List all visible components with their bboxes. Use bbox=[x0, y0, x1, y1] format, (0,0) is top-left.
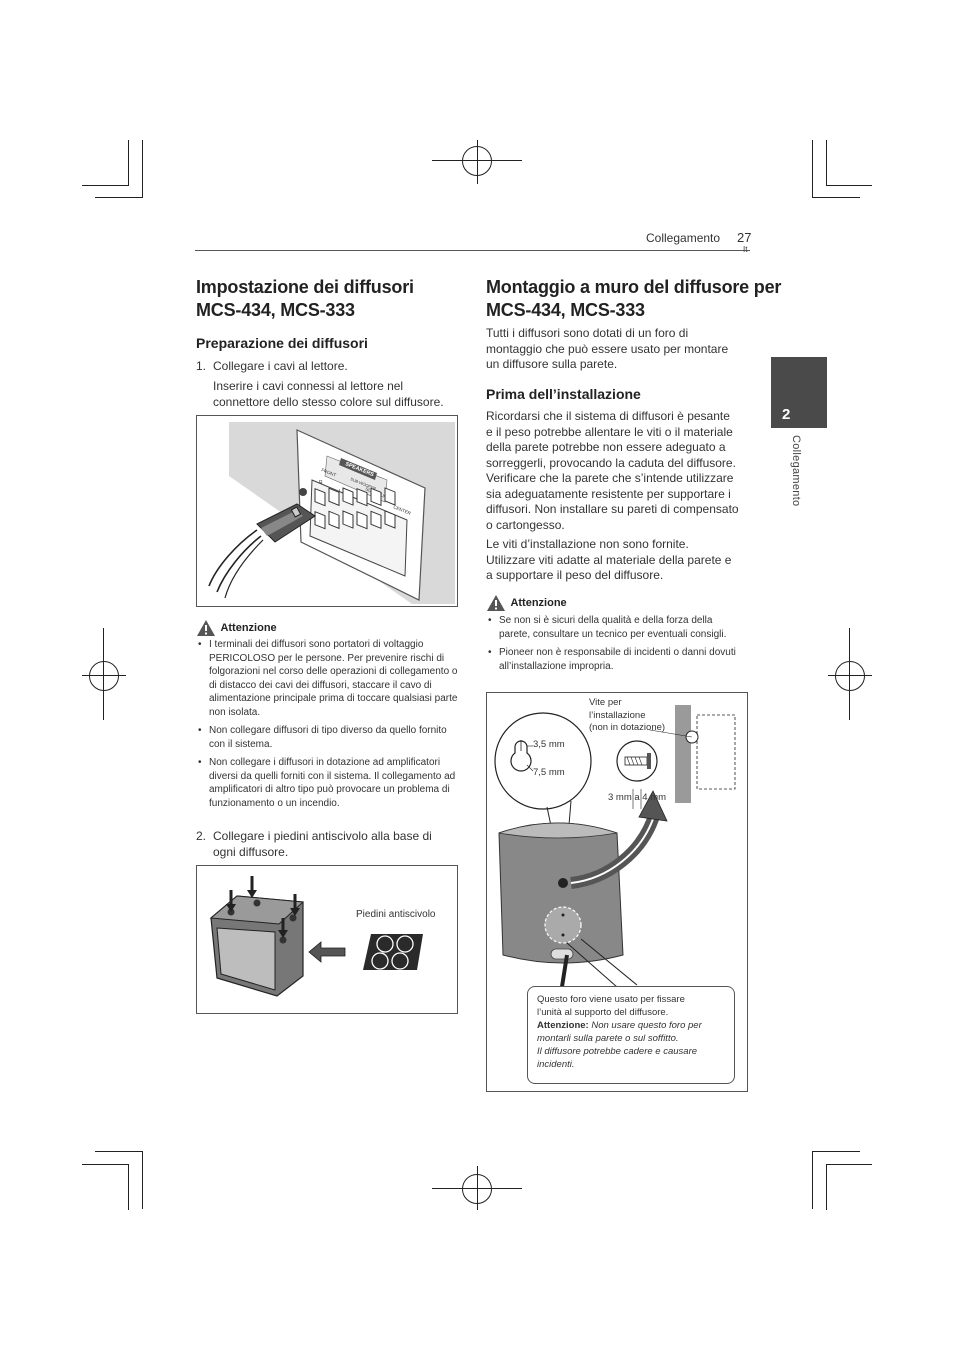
chapter-label: Collegamento bbox=[790, 435, 802, 507]
right-para1-line: o cartongesso. bbox=[486, 517, 565, 532]
right-para1-line: della parete potrebbe non essere adeguat… bbox=[486, 440, 726, 454]
right-intro-line: un diffusore sulla parete. bbox=[486, 357, 618, 371]
right-title: Montaggio a muro del diffusore per MCS-4… bbox=[486, 276, 781, 322]
left-caution-title: Attenzione bbox=[220, 622, 277, 634]
left-title-line2: MCS-434, MCS-333 bbox=[196, 300, 355, 320]
warning-icon bbox=[487, 595, 505, 611]
right-para2-line: Utilizzare viti adatte al materiale dell… bbox=[486, 552, 732, 567]
step1-number: 1. bbox=[196, 359, 207, 373]
wall-mount-figure: Vite per l’installazione (non in dotazio… bbox=[486, 692, 748, 1092]
hole-note-caution-text: montarli sulla parete o sul soffitto. bbox=[537, 1033, 679, 1044]
left-caution-item: I terminali dei diffusori sono portatori… bbox=[197, 638, 459, 719]
right-para1-line: sia adeguatamente resistente per support… bbox=[486, 486, 731, 501]
dimension-75: 7,5 mm bbox=[533, 767, 565, 778]
feet-illustration bbox=[209, 876, 423, 997]
screw-label-line: Vite per bbox=[589, 697, 622, 708]
screw-label-line: l’installazione bbox=[589, 709, 646, 721]
hole-note-caution-label: Attenzione: bbox=[537, 1020, 589, 1031]
right-para1-line: e il peso potrebbe allentare le viti o i… bbox=[486, 424, 733, 439]
hole-note-line2: l’unità al supporto del diffusore. bbox=[537, 1007, 669, 1018]
right-para2-line: Le viti d’installazione non sono fornite… bbox=[486, 537, 689, 551]
right-para1-line: Ricordarsi che il sistema di diffusori è… bbox=[486, 409, 730, 423]
left-caution-item: Non collegare diffusori di tipo diverso … bbox=[197, 724, 459, 751]
right-para2: Le viti d’installazione non sono fornite… bbox=[486, 537, 731, 584]
feet-label: Piedini antiscivolo bbox=[356, 909, 436, 920]
right-title-line2: MCS-434, MCS-333 bbox=[486, 300, 645, 320]
front-label: FRONT bbox=[321, 467, 337, 478]
chapter-tab bbox=[771, 357, 827, 428]
right-intro: Tutti i diffusori sono dotati di un foro… bbox=[486, 326, 728, 373]
header-rule bbox=[195, 250, 750, 251]
screw-label: Vite per l’installazione (non in dotazio… bbox=[589, 697, 665, 735]
speaker-terminal-illustration: SPEAKERS FRONT SUB WOOFER SURROUND CENTE… bbox=[208, 422, 455, 604]
hole-note-text: Questo foro viene usato per fissare l’un… bbox=[537, 993, 702, 1071]
hole-note-line1: Questo foro viene usato per fissare bbox=[537, 994, 685, 1005]
step1-text: Collegare i cavi al lettore. bbox=[213, 359, 348, 373]
wall-mount-illustration bbox=[494, 705, 736, 994]
right-intro-line: montaggio che può essere usato per monta… bbox=[486, 341, 729, 356]
dimension-35: 3,5 mm bbox=[533, 739, 565, 750]
right-para1-line: sorreggerli, provocando la caduta del di… bbox=[486, 455, 736, 470]
step2-text: Collegare i piedini antiscivolo alla bas… bbox=[213, 829, 432, 860]
right-caution-title: Attenzione bbox=[510, 597, 567, 609]
step1-detail-line1: Inserire i cavi connessi al lettore nel bbox=[213, 379, 404, 393]
center-label: CENTER bbox=[393, 504, 413, 516]
header-section: Collegamento bbox=[646, 231, 721, 245]
right-para1-line: Verificare che la parete che s’intende u… bbox=[486, 471, 734, 485]
right-title-line1: Montaggio a muro del diffusore per bbox=[486, 277, 782, 297]
language-code: It bbox=[743, 245, 747, 254]
hole-note-caution-text: Non usare questo foro per bbox=[588, 1020, 702, 1031]
right-para1-line: diffusori. Non installare su pareti di c… bbox=[486, 502, 739, 516]
step2-line2: ogni diffusore. bbox=[213, 844, 289, 859]
left-caution-item: Non collegare i diffusori in dotazione a… bbox=[197, 756, 459, 810]
speaker-terminal-figure: SPEAKERS FRONT SUB WOOFER SURROUND CENTE… bbox=[196, 415, 458, 607]
step1-detail: Inserire i cavi connessi al lettore nel … bbox=[213, 379, 444, 410]
right-caution-item: Pioneer non è responsabile di incidenti … bbox=[487, 646, 742, 673]
dimension-3to4: 3 mm a 4 mm bbox=[608, 792, 667, 803]
hole-note-caution-text: incidenti. bbox=[537, 1059, 575, 1070]
left-title-line1: Impostazione dei diffusori bbox=[196, 277, 414, 297]
left-caution-heading: Attenzione bbox=[196, 619, 277, 637]
right-caution-item: Se non si è sicuri della qualità e della… bbox=[487, 614, 742, 641]
left-title: Impostazione dei diffusori MCS-434, MCS-… bbox=[196, 276, 414, 322]
feet-figure: Piedini antiscivolo bbox=[196, 865, 458, 1014]
screw-label-line: (non in dotazione) bbox=[589, 722, 666, 733]
right-caution-list: Se non si è sicuri della qualità e della… bbox=[487, 614, 742, 678]
page-number: 27 bbox=[737, 230, 752, 245]
hole-note-box: Questo foro viene usato per fissare l’un… bbox=[527, 986, 735, 1084]
left-caution-list: I terminali dei diffusori sono portatori… bbox=[197, 638, 459, 815]
right-para2-line: a supportare il peso del diffusore. bbox=[486, 568, 664, 582]
hole-note-caution-text: Il diffusore potrebbe cadere e causare bbox=[537, 1046, 698, 1057]
chapter-number: 2 bbox=[782, 406, 791, 423]
right-subtitle: Prima dell’installazione bbox=[486, 386, 641, 402]
left-subtitle: Preparazione dei diffusori bbox=[196, 335, 368, 351]
front-r-label: R bbox=[319, 480, 323, 486]
right-para1: Ricordarsi che il sistema di diffusori è… bbox=[486, 409, 739, 533]
step2-line1: Collegare i piedini antiscivolo alla bas… bbox=[213, 829, 432, 843]
warning-icon bbox=[197, 620, 215, 636]
step2-number: 2. bbox=[196, 829, 207, 843]
right-caution-heading: Attenzione bbox=[486, 594, 567, 612]
right-intro-line: Tutti i diffusori sono dotati di un foro… bbox=[486, 326, 689, 340]
step1-detail-line2: connettore dello stesso colore sul diffu… bbox=[213, 394, 444, 409]
